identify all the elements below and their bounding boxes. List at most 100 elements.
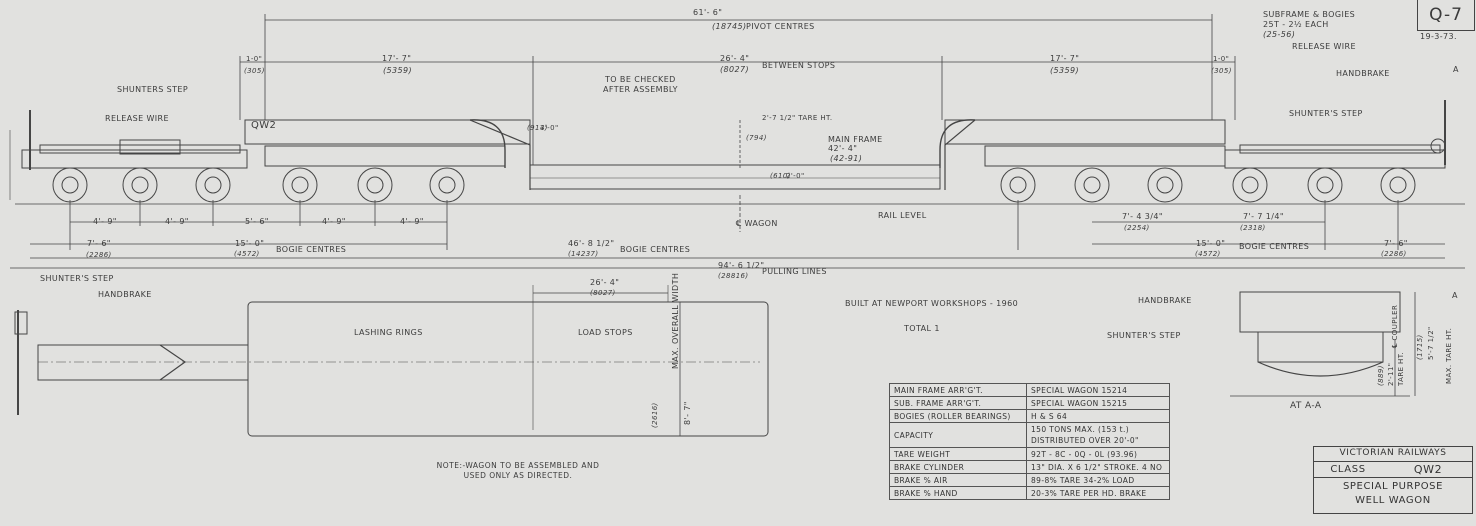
plan-between-stops-mm: (8027) <box>590 289 616 297</box>
well-height-mm: (914) <box>527 124 548 132</box>
floor-ht: 2'-0" <box>786 172 805 180</box>
spec-key: BRAKE % HAND <box>889 486 1027 500</box>
release-wire-right: RELEASE WIRE <box>1292 42 1356 51</box>
right-dim-74: 7'- 4 3/4" <box>1122 212 1163 221</box>
table-row: MAIN FRAME ARR'G'T.SPECIAL WAGON 15214 <box>889 383 1170 397</box>
class-value: QW2 <box>1413 463 1443 476</box>
floor-ht-mm: (610) <box>770 172 791 180</box>
class-row: CLASS QW2 <box>1314 461 1472 478</box>
end-to-bogie-left: 7'- 6" <box>87 239 111 248</box>
bogie-centres-left-mm: (4572) <box>234 250 260 258</box>
section-handbrake: HANDBRAKE <box>1138 296 1192 305</box>
wagon-centreline: ℄ WAGON <box>736 219 778 228</box>
bogie-centres-right-mm: (4572) <box>1195 250 1221 258</box>
section-coupler-label: TARE HT. <box>1397 351 1405 386</box>
end-gap-right-mm: (305) <box>1211 67 1232 75</box>
spec-value: H & S 64 <box>1026 409 1170 423</box>
drawing-date: 19-3-73. <box>1420 32 1457 41</box>
built-at: BUILT AT NEWPORT WORKSHOPS - 1960 <box>845 299 1019 308</box>
bogie-centres-right: 15'- 0" <box>1196 239 1226 248</box>
spec-key: BOGIES (ROLLER BEARINGS) <box>889 409 1027 423</box>
plan-shunters-step: SHUNTER'S STEP <box>40 274 114 283</box>
section-coupler-note: ℄ COUPLER <box>1391 304 1399 348</box>
check-note-2: AFTER ASSEMBLY <box>603 85 678 94</box>
main-frame-mm: (42-91) <box>830 154 863 163</box>
spec-key: CAPACITY <box>889 422 1027 448</box>
bogie-gap: 5'- 6" <box>245 217 269 226</box>
drawing-reference: Q-7 <box>1417 0 1475 31</box>
bogie-centres-left: 15'- 0" <box>235 239 265 248</box>
wagon-name-line-2: WELL WAGON <box>1355 495 1431 506</box>
assembly-note-1: NOTE:-WAGON TO BE ASSEMBLED AND <box>436 461 600 470</box>
end-gap-left: 1-0" <box>246 55 263 63</box>
end-gap-right: 1-0" <box>1213 55 1230 63</box>
spec-value: 89-8% TARE 34-2% LOAD <box>1026 473 1170 487</box>
tare-ht-mm: (794) <box>746 134 767 142</box>
spec-key: BRAKE CYLINDER <box>889 460 1027 474</box>
right-dim-74-mm: (2254) <box>1124 224 1150 232</box>
release-wire-left: RELEASE WIRE <box>105 114 169 123</box>
section-arrow-bottom: A <box>1452 291 1458 300</box>
spec-key: TARE WEIGHT <box>889 447 1027 461</box>
section-title: AT A-A <box>1290 401 1322 411</box>
plan-width-value: 8'- 7" <box>683 401 692 425</box>
spec-value: SPECIAL WAGON 15214 <box>1026 383 1170 397</box>
spec-key: BRAKE % AIR <box>889 473 1027 487</box>
pulling-lines-value: 94'- 6 1/2" <box>718 261 765 270</box>
axle-spacing-4: 4'- 9" <box>400 217 424 226</box>
end-to-bogie-right-mm: (2286) <box>1381 250 1407 258</box>
shunters-step-right: SHUNTER'S STEP <box>1289 109 1363 118</box>
spec-value: 92T - 8C - 0Q - 0L (93.96) <box>1026 447 1170 461</box>
main-bogie-centres-mm: (14237) <box>568 250 599 258</box>
section-max: 5'-7 1/2" <box>1427 326 1435 360</box>
spec-value: 20-3% TARE PER HD. BRAKE <box>1026 486 1170 500</box>
title-block: VICTORIAN RAILWAYS CLASS QW2 SPECIAL PUR… <box>1313 446 1473 514</box>
section-shunters-step: SHUNTER'S STEP <box>1107 331 1181 340</box>
section-coupler: 2'-11" <box>1387 362 1395 386</box>
spec-value: 13" DIA. X 6 1/2" STROKE. 4 NO <box>1026 460 1170 474</box>
railway-name: VICTORIAN RAILWAYS <box>1339 448 1447 458</box>
right-dim-77-mm: (2318) <box>1240 224 1266 232</box>
plan-between-stops: 26'- 4" <box>590 278 620 287</box>
right-dim-77: 7'- 7 1/4" <box>1243 212 1284 221</box>
spec-value: SPECIAL WAGON 15215 <box>1026 396 1170 410</box>
plan-width-label: MAX. OVERALL WIDTH <box>671 272 680 369</box>
main-frame-label: MAIN FRAME <box>828 135 883 144</box>
subframe-note-2: 25T - 2½ EACH <box>1263 20 1329 29</box>
total: TOTAL 1 <box>904 324 940 333</box>
well-height: 3'-0" <box>540 124 559 132</box>
load-stops-label: LOAD STOPS <box>578 328 633 337</box>
plan-handbrake: HANDBRAKE <box>98 290 152 299</box>
assembly-note-2: USED ONLY AS DIRECTED. <box>463 471 573 480</box>
axle-spacing-2: 4'- 9" <box>165 217 189 226</box>
section-view <box>1230 291 1416 397</box>
bogie-to-stop-left-mm: (5359) <box>383 66 413 75</box>
main-bogie-centres-label: BOGIE CENTRES <box>620 245 691 254</box>
top-dimension-lines <box>239 14 1236 168</box>
section-max-label: MAX. TARE HT. <box>1445 327 1453 384</box>
main-bogie-centres: 46'- 8 1/2" <box>568 239 615 248</box>
between-stops-value: 26'- 4" <box>720 54 750 63</box>
bogie-to-stop-right: 17'- 7" <box>1050 54 1080 63</box>
section-arrow-top: A <box>1453 65 1459 74</box>
end-gap-left-mm: (305) <box>244 67 265 75</box>
lashing-rings-label: LASHING RINGS <box>354 328 423 337</box>
main-frame-value: 42'- 4" <box>828 144 858 153</box>
table-row: BOGIES (ROLLER BEARINGS)H & S 64 <box>889 409 1170 423</box>
shunters-step-left: SHUNTERS STEP <box>117 85 189 94</box>
section-max-mm: (1715) <box>1416 334 1424 360</box>
between-stops-mm: (8027) <box>720 65 750 74</box>
pulling-lines-mm: (28816) <box>718 272 749 280</box>
bogie-wheels <box>52 167 1416 203</box>
pivot-centres-value: 61'- 6" <box>693 8 723 17</box>
specification-table: MAIN FRAME ARR'G'T.SPECIAL WAGON 15214 S… <box>889 383 1170 500</box>
tare-ht: 2'-7 1/2" TARE HT. <box>762 114 833 122</box>
handbrake-right: HANDBRAKE <box>1336 69 1390 78</box>
